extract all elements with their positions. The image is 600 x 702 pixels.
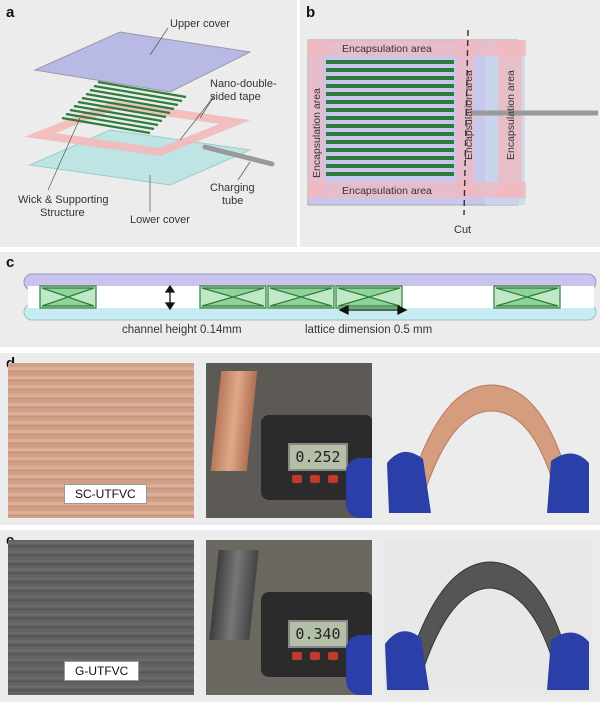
panel-d: d SC-UTFVC 0.252 <box>0 353 600 525</box>
charging-label-line2: tube <box>222 195 244 207</box>
caliper-display: 0.252 <box>288 443 348 471</box>
panel-b: b E <box>300 0 600 247</box>
channel-height-label: channel height 0.14mm <box>122 324 242 336</box>
wick-label-line1: Wick & Supporting <box>18 194 109 206</box>
graphite-strip <box>209 550 259 640</box>
exploded-view-diagram <box>24 27 275 212</box>
copper-strip <box>210 371 258 471</box>
caliper-button <box>310 652 320 660</box>
caliper-button <box>310 475 320 483</box>
encap-mid <box>456 40 474 198</box>
cut-line <box>463 29 469 216</box>
panel-a-label: a <box>6 4 15 21</box>
top-view-diagram: Encapsulation area Encapsulation area En… <box>307 29 598 216</box>
charging-label-line1: Charging <box>210 182 255 194</box>
tape-frame <box>24 100 251 157</box>
encap-label-mid: Encapsulation area <box>463 70 475 160</box>
bent-graphite-shape <box>385 561 589 690</box>
glove-hand-e <box>346 635 372 695</box>
lattice-cell <box>335 285 403 309</box>
cut-label: Cut <box>454 224 472 236</box>
cross-section-diagram <box>23 273 597 321</box>
caliper-button <box>292 652 302 660</box>
panel-c-label: c <box>6 254 15 271</box>
lattice-cell <box>199 285 267 309</box>
charging-tube <box>202 144 275 167</box>
caliper-display-e: 0.340 <box>288 620 348 648</box>
lattice-cells <box>39 285 561 309</box>
bent-sheet-shape <box>387 384 589 513</box>
upper-cover-label: Upper cover <box>170 18 230 30</box>
caliper-reading-e: 0.340 <box>295 625 341 643</box>
bent-graphite-photo <box>383 540 593 695</box>
encap-label-bottom: Encapsulation area <box>342 185 432 197</box>
encap-left <box>308 40 324 198</box>
lattice-cell <box>267 285 335 309</box>
lattice-cell <box>493 285 561 309</box>
encap-label-top: Encapsulation area <box>342 43 432 55</box>
sample-name-tag: SC-UTFVC <box>64 484 147 504</box>
encap-label-right: Encapsulation area <box>505 70 517 160</box>
upper-cover-plate <box>33 31 252 93</box>
glove-hand <box>346 458 372 518</box>
caliper-photo-e: 0.340 <box>206 540 372 695</box>
tape-label-line1: Nano-double- <box>210 78 277 90</box>
encap-right <box>498 40 522 198</box>
wick-stripes-top <box>326 60 454 176</box>
panel-a: a Upper co <box>0 0 297 247</box>
sample-name-tag-e: G-UTFVC <box>64 661 140 681</box>
caliper-button <box>292 475 302 483</box>
caliper-button <box>328 652 338 660</box>
tape-label-line2: sided tape <box>210 91 261 103</box>
lattice-dimension-arrow <box>338 304 408 316</box>
right-glove-e <box>547 632 589 690</box>
panel-e: e G-UTFVC 0.340 <box>0 530 600 702</box>
channel-height-arrow <box>164 284 176 311</box>
lattice-cell <box>39 285 97 309</box>
wick-stripes <box>61 80 187 135</box>
encap-label-left: Encapsulation area <box>311 88 323 178</box>
caliper-photo: 0.252 <box>206 363 372 518</box>
left-glove-e <box>385 631 429 690</box>
wick-label-line2: Structure <box>40 207 85 219</box>
lattice-dimension-label: lattice dimension 0.5 mm <box>305 324 433 336</box>
lower-cover-label: Lower cover <box>130 214 190 226</box>
caliper-reading: 0.252 <box>295 448 341 466</box>
panel-b-label: b <box>306 4 316 21</box>
left-glove <box>387 451 431 513</box>
right-glove <box>547 453 589 513</box>
caliper-button <box>328 475 338 483</box>
bent-copper-photo <box>383 363 593 518</box>
panel-c: c <box>0 252 600 347</box>
base-plate <box>307 39 519 206</box>
